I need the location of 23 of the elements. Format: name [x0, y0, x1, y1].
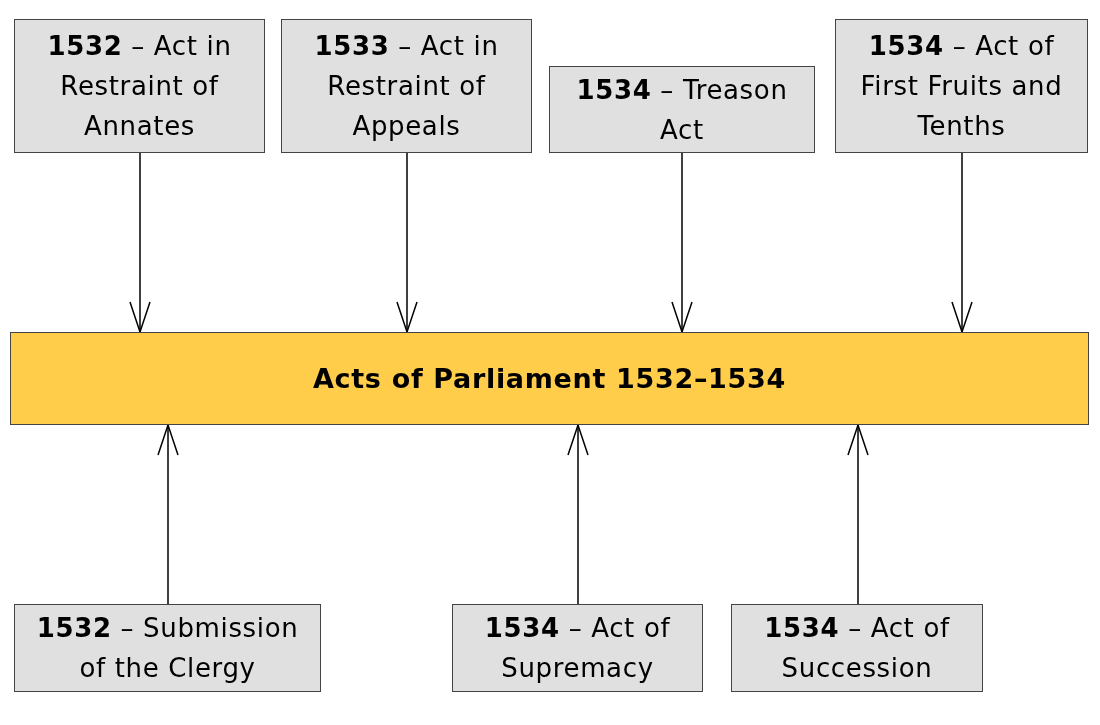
arrow — [396, 152, 418, 333]
arrow — [129, 152, 151, 333]
act-box — [731, 604, 983, 692]
act-label: 1532 – Submission of the Clergy — [35, 612, 300, 685]
act-box — [452, 604, 703, 692]
act-box — [14, 19, 265, 153]
arrow — [157, 424, 179, 605]
act-box — [549, 66, 815, 153]
act-label: 1533 – Act in Restraint of Appeals — [313, 30, 500, 143]
banner-title: Acts of Parliament 1532–1534 — [313, 361, 786, 396]
act-label: 1534 – Treason Act — [575, 73, 789, 147]
title-banner — [10, 332, 1089, 425]
act-box — [835, 19, 1088, 153]
arrow — [847, 424, 869, 605]
act-box — [14, 604, 321, 692]
act-box — [281, 19, 532, 153]
act-label: 1534 – Act of Succession — [763, 612, 951, 685]
act-label: 1534 – Act of Supremacy — [483, 612, 672, 685]
arrow — [567, 424, 589, 605]
act-label: 1534 – Act of First Fruits and Tenths — [859, 30, 1064, 143]
arrow — [951, 152, 973, 333]
act-label: 1532 – Act in Restraint of Annates — [46, 30, 233, 143]
arrow — [671, 152, 693, 333]
